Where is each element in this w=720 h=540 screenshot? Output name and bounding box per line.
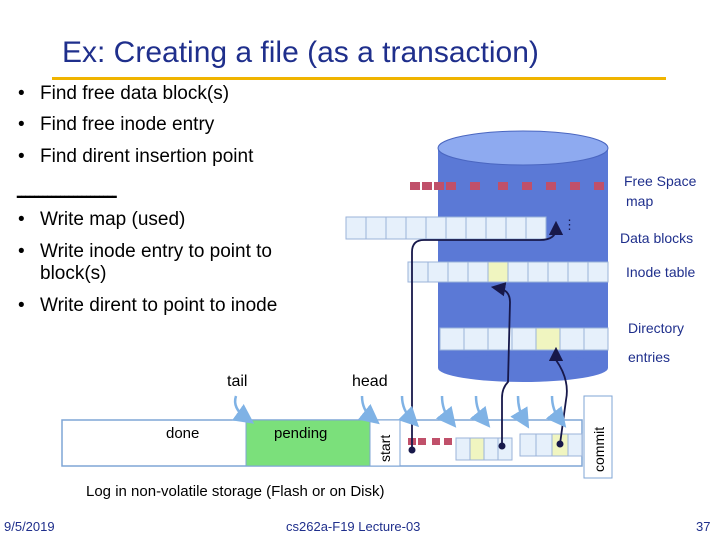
start-record [369,419,401,467]
bullet-dot: • [18,83,25,104]
step-write-inode: •Write inode entry to point to [18,241,272,262]
step-find-inode: •Find free inode entry [18,114,215,135]
step-write-dirent: •Write dirent to point to inode [18,295,278,316]
bullet-dot: • [18,114,25,135]
separator-line: ----------------------- [16,186,118,207]
data-blocks-label: Data blocks [620,230,694,246]
link-dot [408,446,416,454]
link-dot [498,442,506,450]
data-blocks-row [345,216,547,240]
inode-table-label: Inode table [626,264,696,280]
step-find-data-block: •Find free data block(s) [18,83,230,104]
step-write-map: •Write map (used) [18,209,186,230]
footer-date: 9/5/2019 [4,519,55,534]
commit-record [583,395,613,479]
tail-arrow [232,395,255,424]
tail-label: tail [227,373,248,390]
directory-entries-row [439,327,609,351]
head-arrow [357,395,380,425]
data-blocks-ellipsis: ⋮ [563,217,576,232]
done-label: done [166,425,200,442]
footer-course: cs262a-F19 Lecture-03 [286,519,421,534]
bullet-dot: • [18,241,25,262]
step-find-dirent: •Find dirent insertion point [18,146,254,167]
directory-label-1: Directory [628,320,685,336]
head-label: head [352,373,388,390]
footer-page-number: 37 [696,519,711,534]
page-title: Ex: Creating a file (as a transaction) [62,36,539,69]
free-space-label-2: map [626,193,654,209]
disk-top [437,130,609,166]
bullet-dot: • [18,209,25,230]
bullet-dot: • [18,295,25,316]
step-write-inode-cont: block(s) [40,263,107,284]
directory-label-2: entries [628,349,671,365]
log-caption: Log in non-volatile storage (Flash or on… [86,483,385,500]
inode-table-row [407,261,609,283]
free-space-label-1: Free Space [624,173,697,189]
commit-label: commit [591,426,607,472]
log-dirent-copy [519,433,583,457]
bullet-dot: • [18,146,25,167]
title-underline [52,77,666,80]
log-pointer-arrows [232,395,567,429]
link-dot [556,440,564,448]
pending-region [245,419,371,467]
free-space-map [410,182,604,190]
disk-bottom [438,354,608,382]
start-label: start [377,434,393,462]
log-to-disk-links [411,220,568,450]
pending-label: pending [274,425,328,442]
